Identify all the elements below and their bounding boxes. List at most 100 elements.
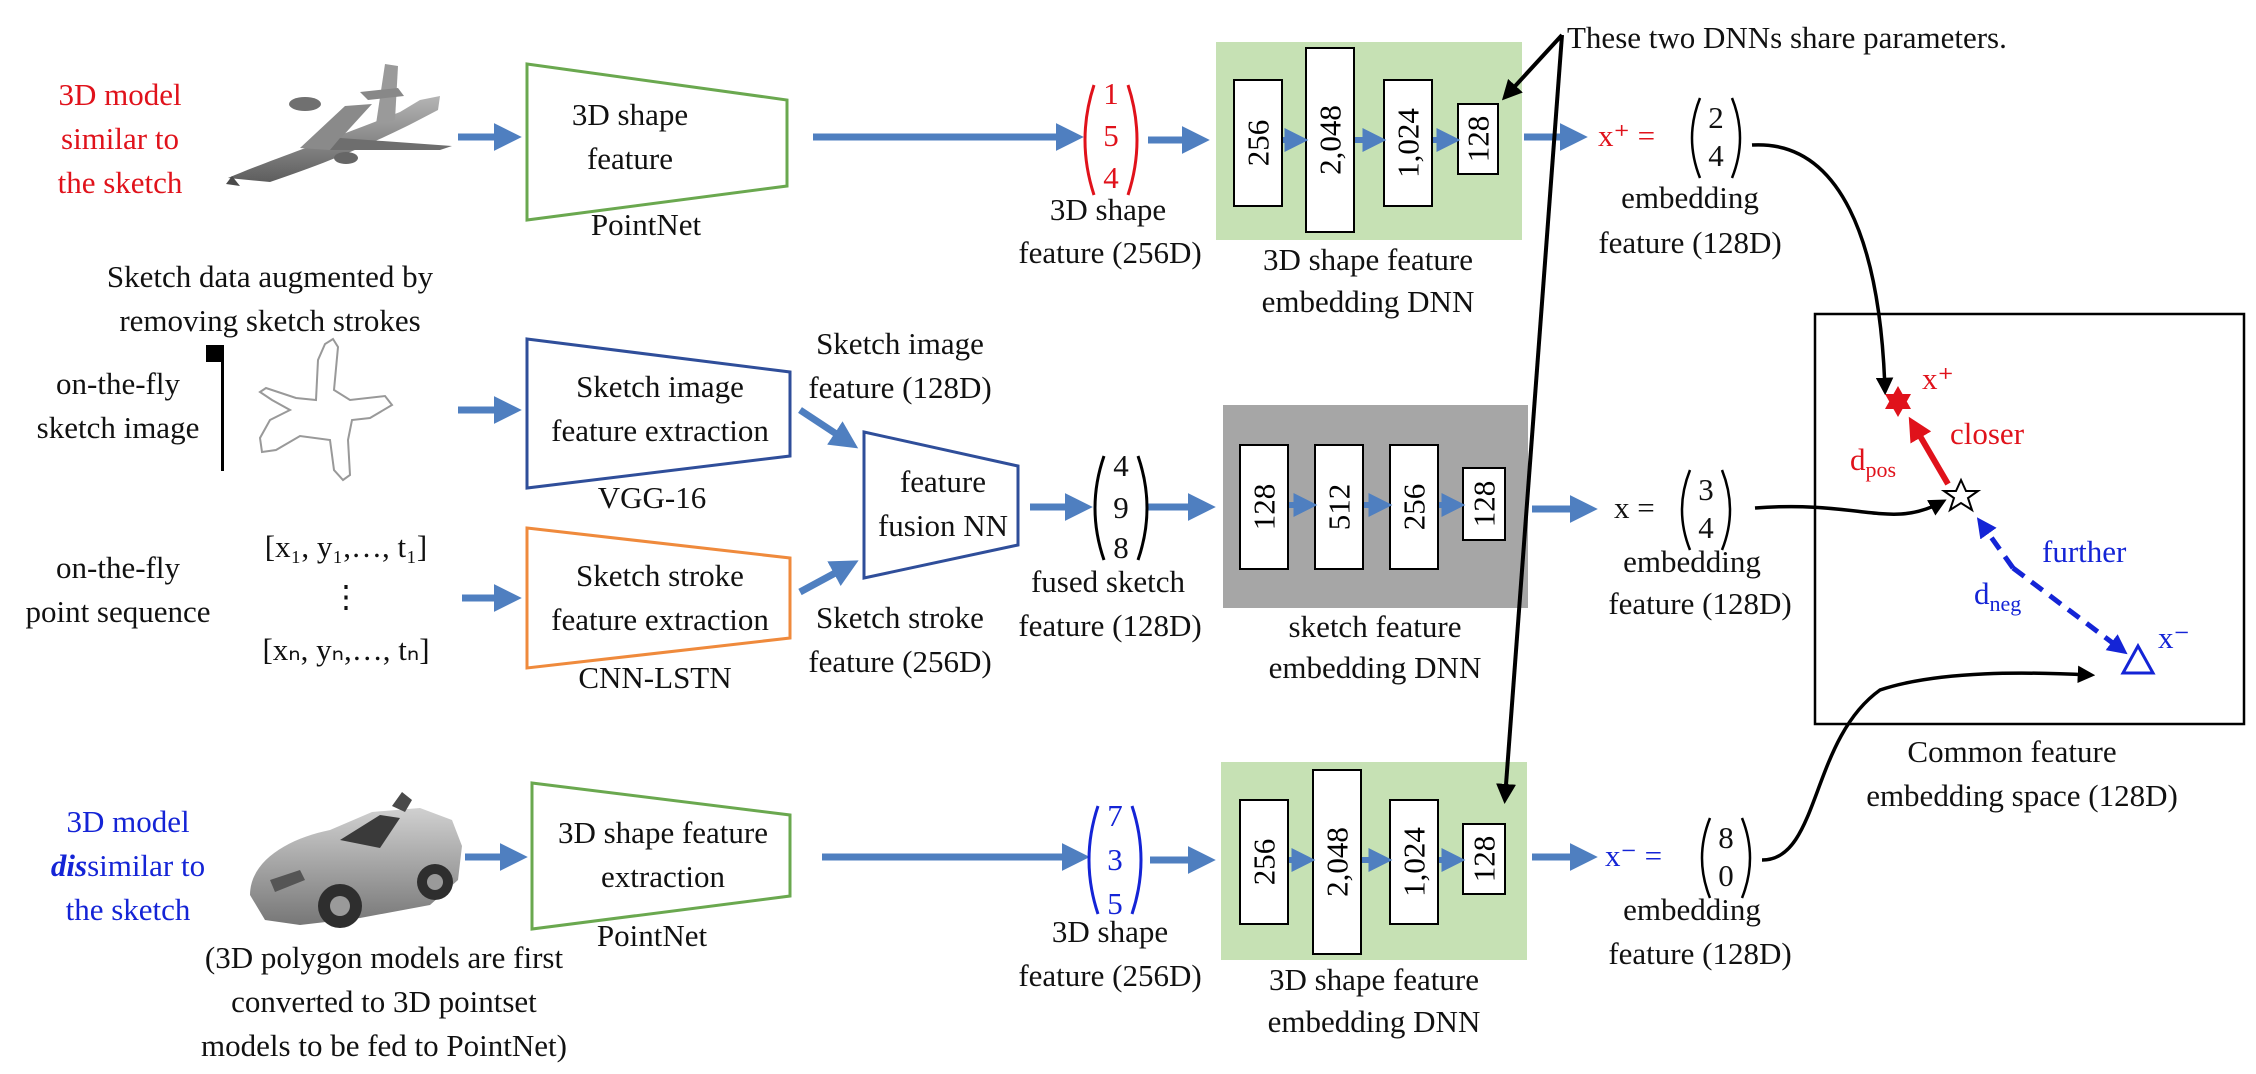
bottom-layer-1-label: 2,048 [1320, 827, 1355, 897]
bottom-feature-label-1: 3D shape [1052, 914, 1168, 949]
note-line-2: converted to 3D pointset [231, 984, 537, 1019]
cnn-line-2: feature extraction [551, 602, 769, 637]
cnn-lstn-box [525, 526, 792, 670]
top-dnn-caption-2: embedding DNN [1262, 284, 1475, 319]
x-prefix: x = [1614, 490, 1655, 525]
fused-vec-0: 4 [1113, 448, 1129, 483]
dpos-sub: pos [1866, 457, 1897, 482]
note-line-3: models to be fed to PointNet) [201, 1028, 567, 1063]
pointnet-top-box [525, 62, 789, 222]
top-vec-0: 1 [1103, 76, 1119, 111]
bottom-vec-1: 3 [1107, 842, 1123, 877]
pointnet-bottom-caption: PointNet [597, 918, 708, 953]
space-caption-2: embedding space (128D) [1866, 778, 2178, 813]
bottom-layer-1 [1312, 769, 1362, 955]
mid-layer-1 [1314, 444, 1364, 570]
mid-dnn-caption-1: sketch feature [1289, 609, 1462, 644]
x-label-2: feature (128D) [1608, 586, 1791, 621]
model-neg-similar: similar to [87, 848, 205, 883]
top-layer-2-label: 1,024 [1391, 108, 1426, 178]
sketch-image-line-2: sketch image [37, 410, 200, 445]
top-dnn-caption-1: 3D shape feature [1263, 242, 1473, 277]
x-embedding: x = 3 4 [1614, 469, 1732, 551]
vgg-box [525, 337, 792, 490]
vgg-line-1: Sketch image [576, 369, 744, 404]
mid-dnn-caption-2: embedding DNN [1269, 650, 1482, 685]
model-neg-line-1: 3D model [66, 804, 189, 839]
share-arrows [1496, 33, 1564, 804]
top-layer-1-label: 2,048 [1313, 105, 1348, 175]
hexagram-icon [1885, 386, 1911, 417]
fusion-line-1: feature [900, 464, 986, 499]
mid-layer-0 [1239, 444, 1289, 570]
model-neg-line-2: dissimilar to [51, 848, 205, 883]
model-pos-line-2: similar to [61, 121, 179, 156]
pointnet-top-line-2: feature [587, 141, 673, 176]
airplane-sketch-outline [258, 337, 394, 482]
bottom-dnn-caption-1: 3D shape feature [1269, 962, 1479, 997]
xpos-vec-0: 2 [1708, 100, 1724, 135]
mid-layer-3-label: 128 [1467, 481, 1502, 528]
fusion-box [862, 430, 1020, 580]
top-layer-0-label: 256 [1241, 120, 1276, 167]
vgg-line-2: feature extraction [551, 413, 769, 448]
top-feature-label-2: feature (256D) [1018, 235, 1201, 270]
further-label: further [2042, 534, 2127, 569]
dpos-label: dpos [1850, 442, 1896, 482]
closer-label: closer [1950, 416, 2025, 451]
cnn-line-1: Sketch stroke [576, 558, 744, 593]
top-layer-0 [1233, 79, 1283, 207]
fusion-line-2: fusion NN [878, 508, 1008, 543]
xpos-vec-1: 4 [1708, 138, 1724, 173]
point-seq-line-2: point sequence [25, 594, 210, 629]
bottom-layer-2-label: 1,024 [1397, 827, 1432, 897]
mid-layer-0-label: 128 [1247, 484, 1282, 531]
bottom-layer-3 [1462, 823, 1506, 895]
top-feature-label-1: 3D shape [1050, 192, 1166, 227]
connector-xneg [1761, 665, 2096, 862]
img-feature-label-1: Sketch image [816, 326, 984, 361]
xpos-embedding: x⁺ = 2 4 [1598, 97, 1742, 179]
note-line-1: (3D polygon models are first [205, 940, 564, 975]
model-neg-line-3: the sketch [66, 892, 191, 927]
space-caption-1: Common feature [1907, 734, 2116, 769]
fused-feature-vector: 4 9 8 [1093, 448, 1149, 565]
xneg-embedding: x⁻ = 8 0 [1605, 817, 1752, 899]
bottom-vec-2: 5 [1107, 886, 1123, 921]
model-pos-line-1: 3D model [58, 77, 181, 112]
embedding-connectors [1751, 143, 2096, 862]
augment-line-1: Sketch data augmented by [107, 259, 434, 294]
dneg-label: dneg [1974, 576, 2021, 616]
bottom-dnn-caption-2: embedding DNN [1268, 1004, 1481, 1039]
bottom-vec-0: 7 [1107, 798, 1123, 833]
x-vec-0: 3 [1698, 472, 1714, 507]
star-icon [1940, 477, 1982, 513]
stroke-feature-label-2: feature (256D) [808, 644, 991, 679]
fused-vec-2: 8 [1113, 530, 1129, 565]
share-arrow-to-top [1501, 33, 1564, 101]
xpos-prefix: x⁺ = [1598, 118, 1655, 153]
space-xpos-label: x⁺ [1922, 361, 1954, 396]
pointnet-top-caption: PointNet [591, 207, 702, 242]
xpos-label-2: feature (128D) [1598, 225, 1781, 260]
fused-feature-label-2: feature (128D) [1018, 608, 1201, 643]
further-arrow-to-anchor [1976, 517, 2016, 570]
augment-line-2: removing sketch strokes [119, 303, 420, 338]
pointnet-bottom-line-1: 3D shape feature [558, 815, 768, 850]
seq-dots: ⋮ [331, 579, 362, 614]
model-neg-dis: dis [51, 848, 87, 883]
seq-last: [xₙ, yₙ,…, tₙ] [262, 632, 429, 667]
vgg-caption: VGG-16 [598, 480, 707, 515]
cnn-caption: CNN-LSTN [578, 660, 731, 695]
arrow-cnn-to-fusion [798, 560, 859, 596]
bottom-layer-0-label: 256 [1247, 839, 1282, 886]
top-vec-1: 5 [1103, 118, 1119, 153]
airplane-3d-render [226, 64, 452, 186]
xneg-prefix: x⁻ = [1605, 838, 1662, 873]
share-note: These two DNNs share parameters. [1567, 20, 2007, 55]
flow-arrows [458, 123, 1598, 874]
mid-layer-2-label: 256 [1397, 484, 1432, 531]
xneg-vec-0: 8 [1718, 820, 1734, 855]
xneg-vec-1: 0 [1718, 858, 1734, 893]
